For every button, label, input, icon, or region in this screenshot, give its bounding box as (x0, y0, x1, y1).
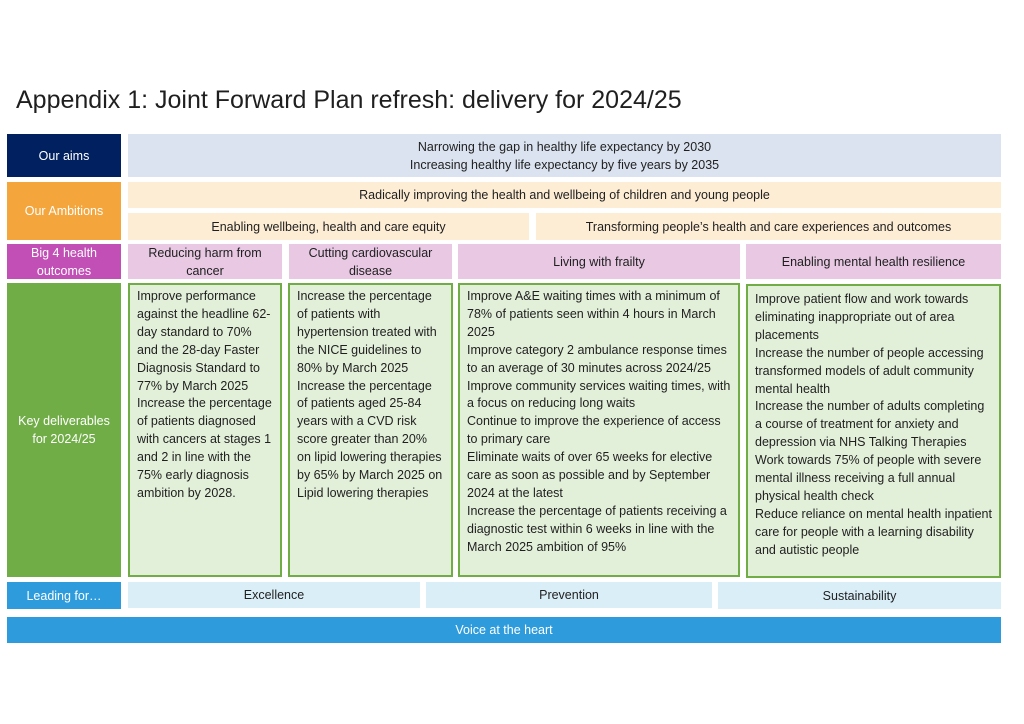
deliverable-item: Increase the percentage of patients with… (297, 289, 437, 375)
leading-excellence: Excellence (128, 582, 420, 608)
outcome-mental-health: Enabling mental health resilience (746, 244, 1001, 279)
deliverable-item: Eliminate waits of over 65 weeks for ele… (467, 450, 713, 500)
ambition-left: Enabling wellbeing, health and care equi… (128, 213, 529, 240)
deliverable-item: Reduce reliance on mental health inpatie… (755, 506, 992, 557)
deliverables-mental-health: Improve patient flow and work towards el… (746, 284, 1001, 578)
deliverables-frailty: Improve A&E waiting times with a minimum… (458, 283, 740, 577)
aim-2: Increasing healthy life expectancy by fi… (409, 157, 720, 172)
outcome-frailty: Living with frailty (458, 244, 740, 279)
deliverable-item: Improve community services waiting times… (467, 378, 731, 411)
deliverable-item: Increase the percentage of patients rece… (467, 503, 727, 554)
key-deliverables-label: Key deliverables for 2024/25 (7, 283, 121, 577)
deliverable-item: Continue to improve the experience of ac… (467, 414, 721, 447)
leading-sustainability: Sustainability (718, 582, 1001, 609)
voice-banner: Voice at the heart (7, 617, 1001, 643)
leading-prevention: Prevention (426, 582, 712, 608)
leading-label: Leading for… (7, 582, 121, 609)
aims-label: Our aims (7, 134, 121, 177)
deliverable-item: Improve performance against the headline… (137, 289, 271, 393)
deliverable-item: Improve patient flow and work towards el… (755, 292, 969, 342)
deliverables-cancer: Improve performance against the headline… (128, 283, 282, 577)
outcome-cancer: Reducing harm from cancer (128, 244, 282, 279)
ambitions-label: Our Ambitions (7, 182, 121, 240)
deliverable-item: Increase the percentage of patients diag… (137, 396, 272, 500)
deliverable-item: Increase the percentage of patients aged… (297, 378, 443, 500)
outcome-cardiovascular: Cutting cardiovascular disease (289, 244, 452, 279)
deliverable-item: Increase the number of adults completing… (755, 399, 985, 450)
deliverable-item: Increase the number of people accessing … (755, 345, 984, 396)
aim-1: Narrowing the gap in healthy life expect… (417, 139, 712, 154)
ambition-right: Transforming people’s health and care ex… (536, 213, 1001, 240)
page-title: Appendix 1: Joint Forward Plan refresh: … (16, 86, 682, 114)
deliverable-item: Improve category 2 ambulance response ti… (467, 342, 727, 375)
big4-label: Big 4 health outcomes (7, 244, 121, 279)
deliverable-item: Work towards 75% of people with severe m… (755, 453, 982, 503)
ambition-top: Radically improving the health and wellb… (128, 182, 1001, 208)
deliverables-cardiovascular: Increase the percentage of patients with… (288, 283, 453, 577)
deliverable-item: Improve A&E waiting times with a minimum… (467, 289, 720, 339)
aims-box: Narrowing the gap in healthy life expect… (128, 134, 1001, 177)
